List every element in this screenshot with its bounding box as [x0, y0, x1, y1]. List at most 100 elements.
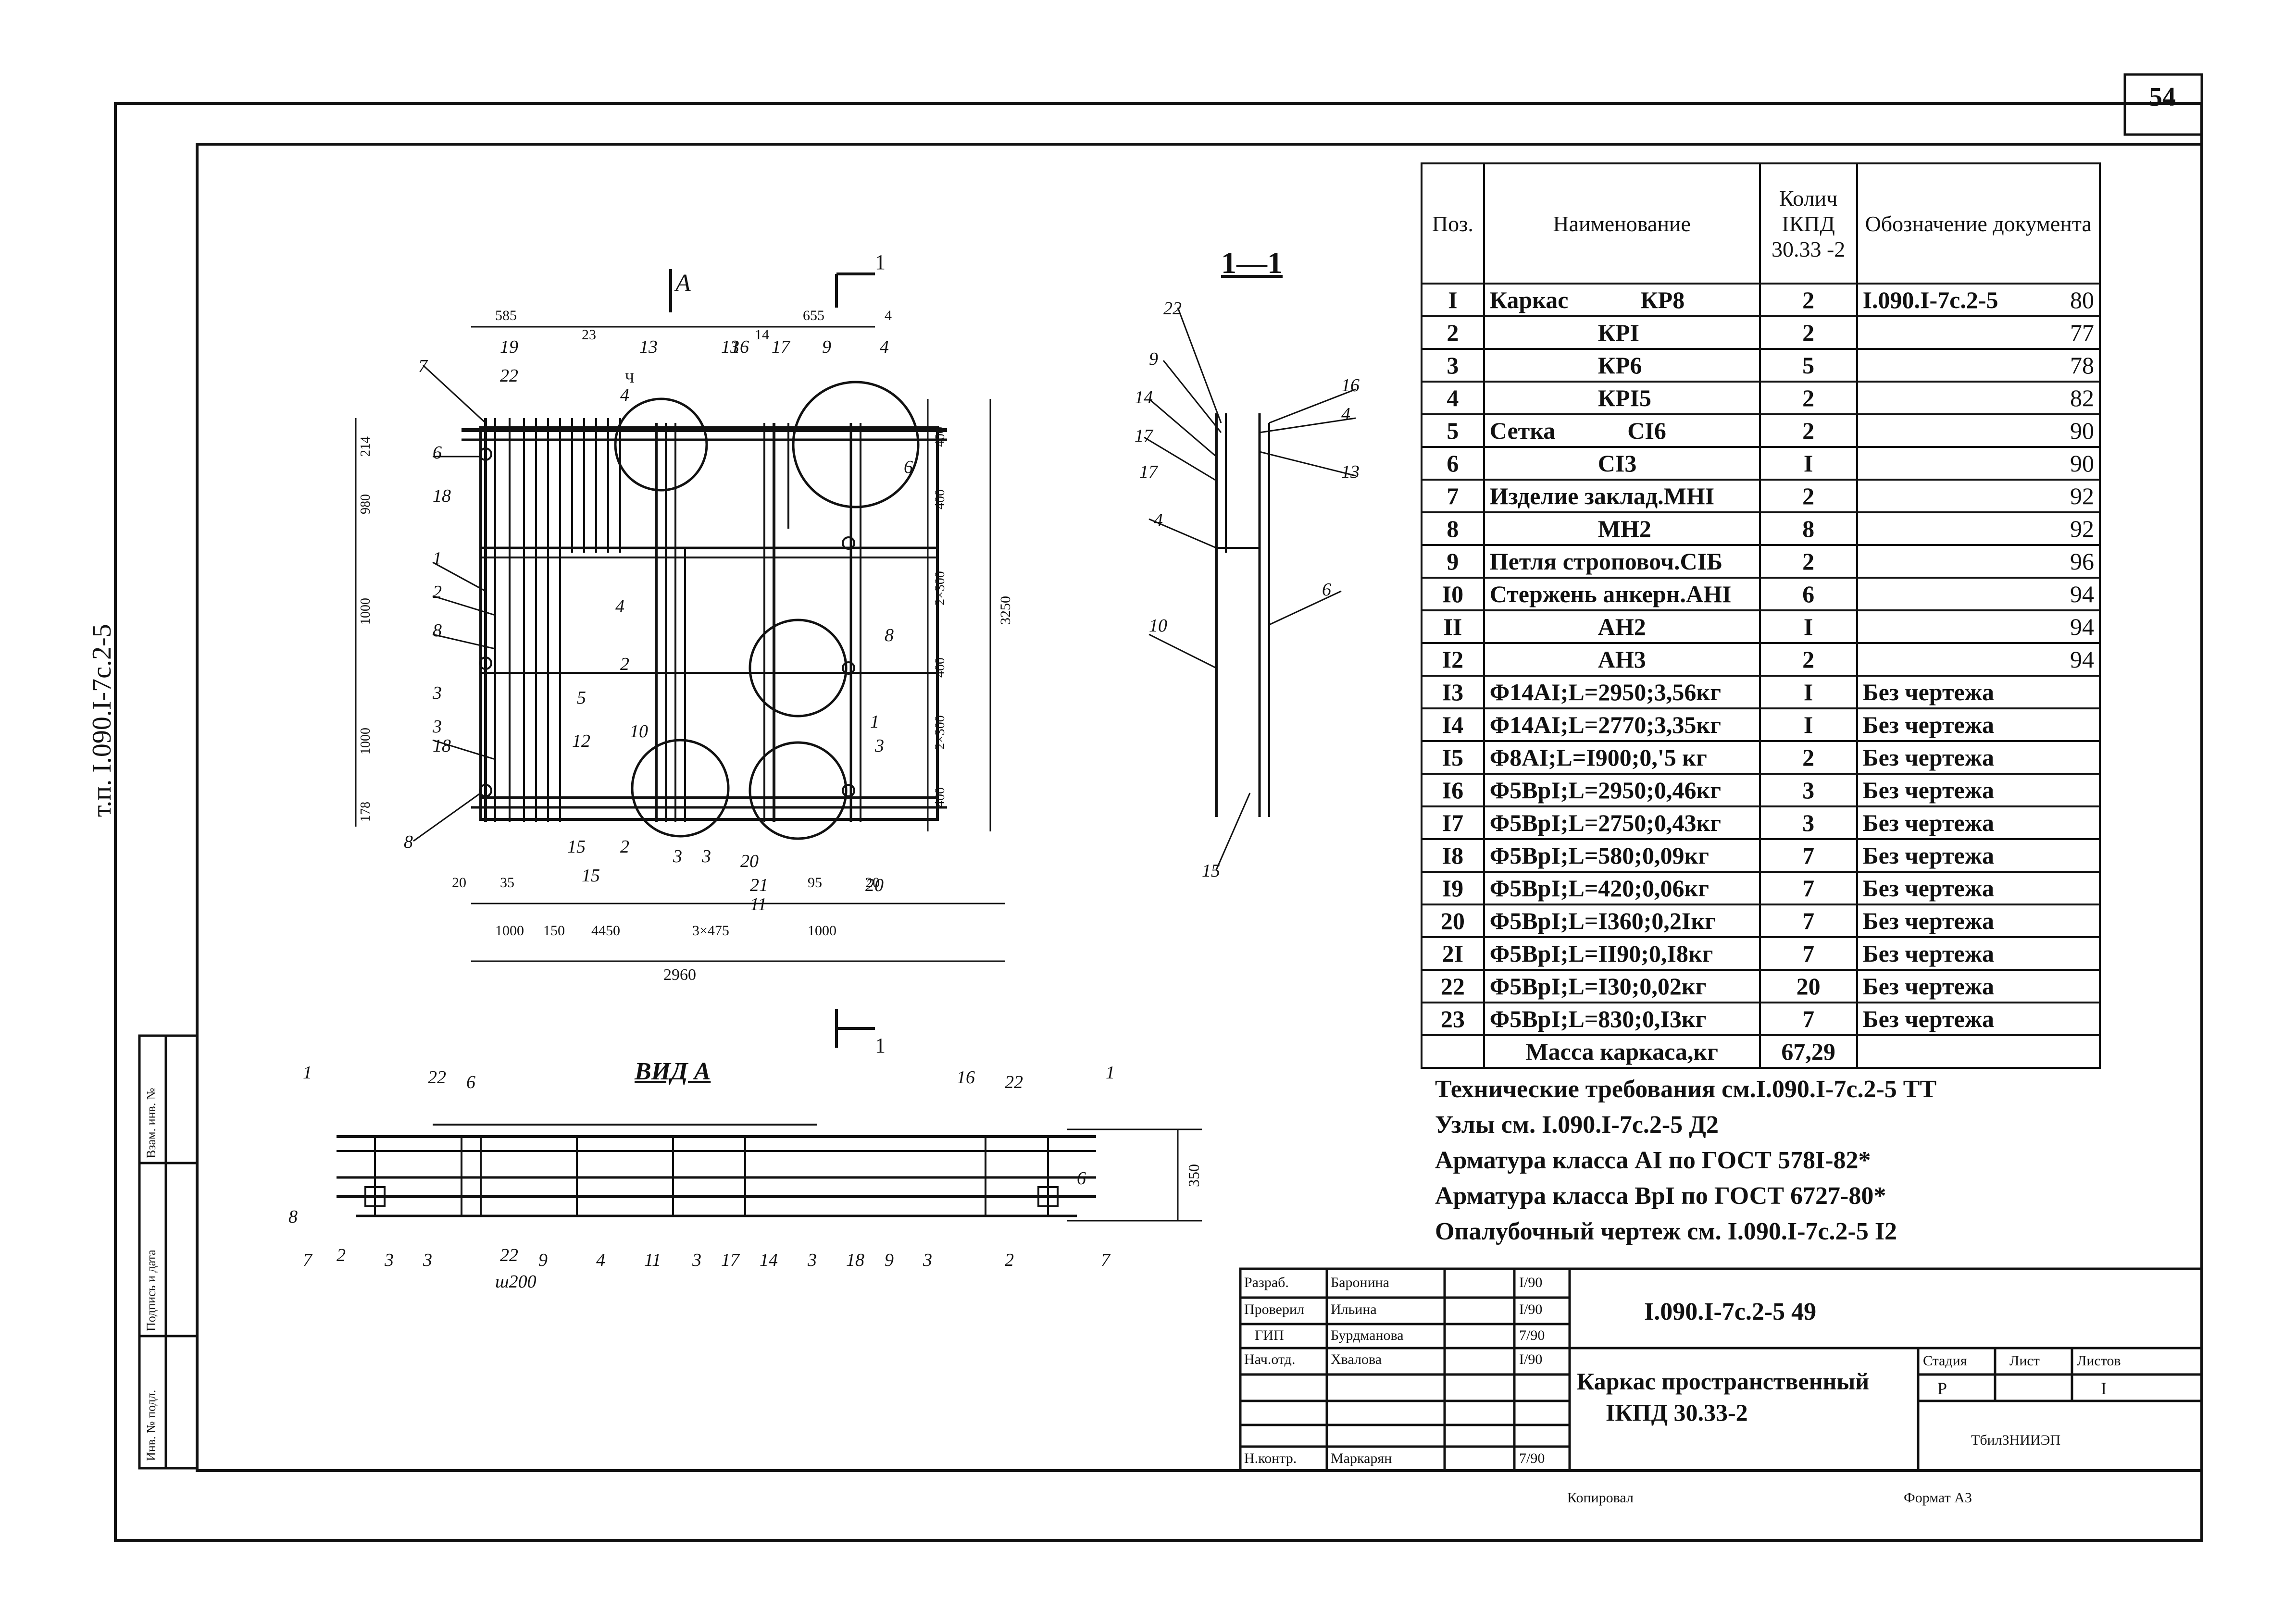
dim-right-4: 400 — [933, 657, 948, 678]
view-leader-label: 3 — [808, 1250, 817, 1270]
view-leader-label: 1 — [1106, 1063, 1115, 1083]
spec-name: Φ5ВрI;L=2950;0,46кг — [1483, 773, 1761, 807]
stamp-label-inv: Инв. № подл. — [144, 1389, 158, 1461]
view-leader-label: 4 — [596, 1250, 605, 1270]
plan-leader-label: 13 — [721, 337, 739, 357]
tb-role-7: Н.контр. — [1244, 1450, 1297, 1466]
view-leader-label: 22 — [500, 1245, 518, 1265]
spec-qty: I — [1759, 609, 1858, 644]
spec-name: Φ5ВрI;L=420;0,06кг — [1483, 871, 1761, 905]
spec-doc: Без чертежа — [1856, 904, 2101, 938]
dim-bottom-3: 4450 — [591, 923, 620, 939]
spec-qty: 2 — [1759, 642, 1858, 677]
dim-bottom-1: 1000 — [495, 923, 524, 939]
section-leader-label: 4 — [1341, 404, 1350, 424]
spec-qty: 2 — [1759, 315, 1858, 350]
spec-doc: Без чертежа — [1856, 936, 2101, 971]
spec-qty: 3 — [1759, 805, 1858, 840]
spec-qty: 2 — [1759, 381, 1858, 415]
view-leader-label: 22 — [428, 1067, 446, 1088]
spec-header-doc: Обозначение документа — [1856, 162, 2101, 285]
spec-name: КР6 — [1483, 348, 1761, 383]
spec-doc: Без чертежа — [1856, 871, 2101, 905]
section-view — [1144, 307, 1356, 870]
view-leader-label: 22 — [1005, 1072, 1023, 1092]
spec-pos: 8 — [1421, 511, 1485, 546]
view-leader-label: 2 — [337, 1245, 346, 1265]
spec-doc: 92 — [1856, 511, 2101, 546]
spec-name: Φ5ВрI;L=580;0,09кг — [1483, 838, 1761, 873]
spec-doc-number: Без чертежа — [1862, 711, 1994, 738]
spec-doc-number: Без чертежа — [1862, 1005, 1994, 1032]
spec-doc: 94 — [1856, 642, 2101, 677]
tb-role-3: ГИП — [1255, 1327, 1284, 1343]
plan-leader-label: 7 — [418, 356, 427, 376]
spec-qty: 20 — [1759, 969, 1858, 1003]
spec-qty: 7 — [1759, 936, 1858, 971]
spec-mass-empty — [1421, 1034, 1485, 1069]
view-leader-label: 16 — [957, 1067, 975, 1088]
view-leader-label: 6 — [1077, 1168, 1086, 1189]
cut-label-1-top: 1 — [875, 250, 886, 274]
spec-doc: I.090.I-7с.2-5 80 — [1856, 283, 2101, 317]
view-leader-label: 6 — [466, 1072, 475, 1092]
spec-name: Φ14АI;L=2950;3,56кг — [1483, 675, 1761, 709]
plan-leader-label: 11 — [750, 894, 767, 915]
view-leader-label: 3 — [385, 1250, 394, 1270]
page-number-box — [2123, 73, 2203, 136]
technical-notes: Технические требования см.I.090.I-7с.2-5… — [1435, 1072, 1936, 1250]
dim-left-5: 178 — [358, 802, 373, 822]
tb-sheet-header: Лист — [2009, 1353, 2040, 1369]
tb-org: ТбилЗНИИЭП — [1971, 1432, 2061, 1448]
plan-leader-label: 22 — [500, 366, 518, 386]
spec-doc-sheet: 92 — [2070, 515, 2094, 542]
spec-pos: 2 — [1421, 315, 1485, 350]
spec-qty: 7 — [1759, 871, 1858, 905]
spec-doc-number: I.090.I-7с.2-5 — [1862, 286, 1998, 313]
tb-role-1: Разраб. — [1244, 1275, 1289, 1290]
tb-sheet: I — [2101, 1379, 2107, 1398]
dim-left-3: 1000 — [358, 598, 373, 625]
title-block — [1239, 1267, 2203, 1472]
dim-left-4: 1000 — [358, 728, 373, 755]
dim-view-height: 350 — [1185, 1164, 1202, 1187]
plan-leader-label: 10 — [630, 721, 648, 742]
spec-pos: 5 — [1421, 413, 1485, 448]
plan-leader-label: 13 — [639, 337, 658, 357]
dim-left-2: 980 — [358, 494, 373, 514]
spec-pos: I9 — [1421, 871, 1485, 905]
dim-top-5: Ч — [625, 370, 635, 386]
view-leader-label: 18 — [846, 1250, 864, 1270]
section-leader-label: 6 — [1322, 580, 1331, 600]
plan-leader-label: 6 — [433, 443, 442, 463]
spec-name: КРI — [1483, 315, 1761, 350]
spec-doc: Без чертежа — [1856, 773, 2101, 807]
tb-name-3: Бурдманова — [1331, 1327, 1404, 1343]
spec-doc: 94 — [1856, 609, 2101, 644]
spec-doc: Без чертежа — [1856, 740, 2101, 775]
plan-leader-label: 8 — [404, 832, 413, 852]
section-leader-label: 16 — [1341, 375, 1360, 396]
dim-top-1: 585 — [495, 308, 517, 323]
spec-doc: 77 — [1856, 315, 2101, 350]
plan-leader-label: 9 — [822, 337, 831, 357]
view-leader-label: 17 — [721, 1250, 739, 1270]
tb-date-7: 7/90 — [1519, 1450, 1545, 1466]
spec-doc-number: Без чертежа — [1862, 777, 1994, 804]
spec-doc-sheet: 94 — [2070, 646, 2094, 673]
spec-doc: Без чертежа — [1856, 707, 2101, 742]
dim-plan-total: 2960 — [663, 966, 696, 984]
spec-name: Стержень анкерн.АНI — [1483, 577, 1761, 611]
tb-name-4: Хвалова — [1331, 1351, 1382, 1367]
note-line: Технические требования см.I.090.I-7с.2-5… — [1435, 1076, 1937, 1103]
spec-doc-sheet: 80 — [2070, 286, 2094, 313]
